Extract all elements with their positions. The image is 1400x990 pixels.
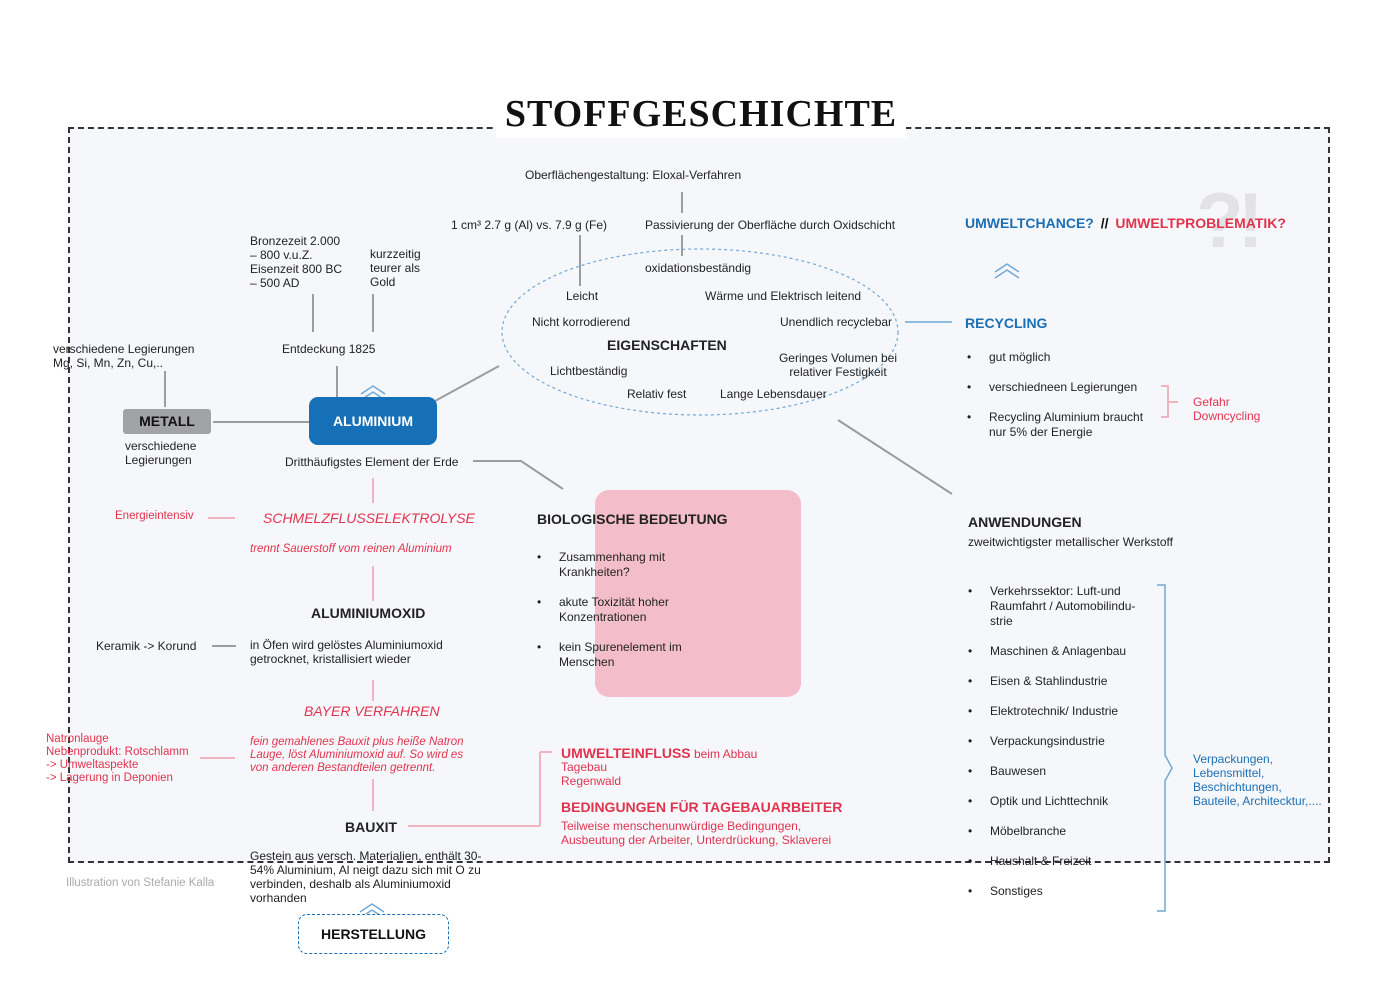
waerme-text: Wärme und Elektrisch leitend: [705, 289, 862, 303]
bedingungen-text: Teilweise menschenunwürdige Bedingungen,…: [561, 819, 832, 847]
keramik-text: Keramik -> Korund: [96, 639, 197, 653]
anwendungen-label: ANWENDUNGEN: [968, 514, 1082, 530]
list-item: verschiedneen Legierungen: [967, 380, 1167, 395]
list-item: Bauwesen: [968, 764, 1153, 779]
recycling-label: RECYCLING: [965, 315, 1048, 331]
licht-text: Lichtbeständig: [550, 364, 628, 378]
dichte-text: 1 cm³ 2.7 g (Al) vs. 7.9 g (Fe): [451, 218, 608, 232]
lange-text: Lange Lebensdauer: [720, 387, 827, 401]
leicht-text: Leicht: [566, 289, 599, 303]
aluminiumoxid-label: ALUMINIUMOXID: [311, 605, 426, 621]
bayer-text: fein gemahlenes Bauxit plus heiße Natron…: [250, 736, 464, 774]
verpackungen-text: Verpackungen,Lebensmittel, Beschichtunge…: [1193, 752, 1322, 808]
energieintensiv-text: Energieintensiv: [115, 510, 194, 522]
list-item: Haushalt & Freizeit: [968, 854, 1153, 869]
list-item: Sonstiges: [968, 884, 1153, 899]
oberflaeche-text: Oberflächengestaltung: Eloxal-Verfahren: [525, 168, 742, 182]
bauxit-label: BAUXIT: [345, 819, 398, 835]
schmelzfluss-label: SCHMELZFLUSSELEKTROLYSE: [263, 510, 475, 526]
unendlich-text: Unendlich recyclebar: [780, 315, 893, 329]
anwendungen-sub: zweitwichtigster metallischer Werkstoff: [968, 535, 1173, 549]
passivierung-text: Passivierung der Oberfläche durch Oxidsc…: [645, 218, 896, 232]
list-item: Elektrotechnik/ Industrie: [968, 704, 1153, 719]
herstellung-node: HERSTELLUNG: [298, 914, 449, 954]
bronzezeit-text: Bronzezeit 2.000– 800 v.u.Z. Eisenzeit 8…: [250, 234, 343, 290]
question-exclamation-mark: ?!: [1196, 176, 1264, 264]
eigenschaften-label: EIGENSCHAFTEN: [607, 337, 727, 353]
list-item: Möbelbranche: [968, 824, 1153, 839]
umwelteinfluss-block: UMWELTEINFLUSS beim Abbau: [561, 745, 758, 761]
nichtkorr-text: Nicht korrodierend: [532, 315, 631, 329]
relativ-text: Relativ fest: [627, 387, 687, 401]
list-item: Verpackungsindustrie: [968, 734, 1153, 749]
dritthaeufigstes-text: Dritthäufigstes Element der Erde: [285, 455, 459, 469]
list-item: gut möglich: [967, 350, 1167, 365]
recycling-list: gut möglich verschiedneen LegierungenRecy…: [967, 350, 1167, 455]
bio-label: BIOLOGISCHE BEDEUTUNG: [537, 511, 728, 527]
bauxit-text: Gestein aus versch. Materialien, enthält…: [250, 849, 482, 905]
list-item: Optik und Lichttechnik: [968, 794, 1153, 809]
list-item: Maschinen & Anlagenbau: [968, 644, 1153, 659]
trennt-text: trennt Sauerstoff vom reinen Aluminium: [250, 543, 452, 555]
bayer-label: BAYER VERFAHREN: [304, 703, 440, 719]
metall-node: METALL: [123, 409, 211, 434]
list-item: Eisen & Stahlindustrie: [968, 674, 1153, 689]
page-title: STOFFGESCHICHTE: [496, 90, 906, 138]
umwelt-heading: UMWELTCHANCE? // UMWELTPROBLEMATIK?: [965, 215, 1286, 231]
oxidations-text: oxidationsbeständig: [645, 261, 752, 275]
aluminium-node: ALUMINIUM: [309, 397, 437, 445]
entdeckung-text: Entdeckung 1825: [282, 342, 376, 356]
credit-text: Illustration von Stefanie Kalla: [66, 877, 215, 889]
bedingungen-label: BEDINGUNGEN FÜR TAGEBAUARBEITER: [561, 799, 843, 815]
